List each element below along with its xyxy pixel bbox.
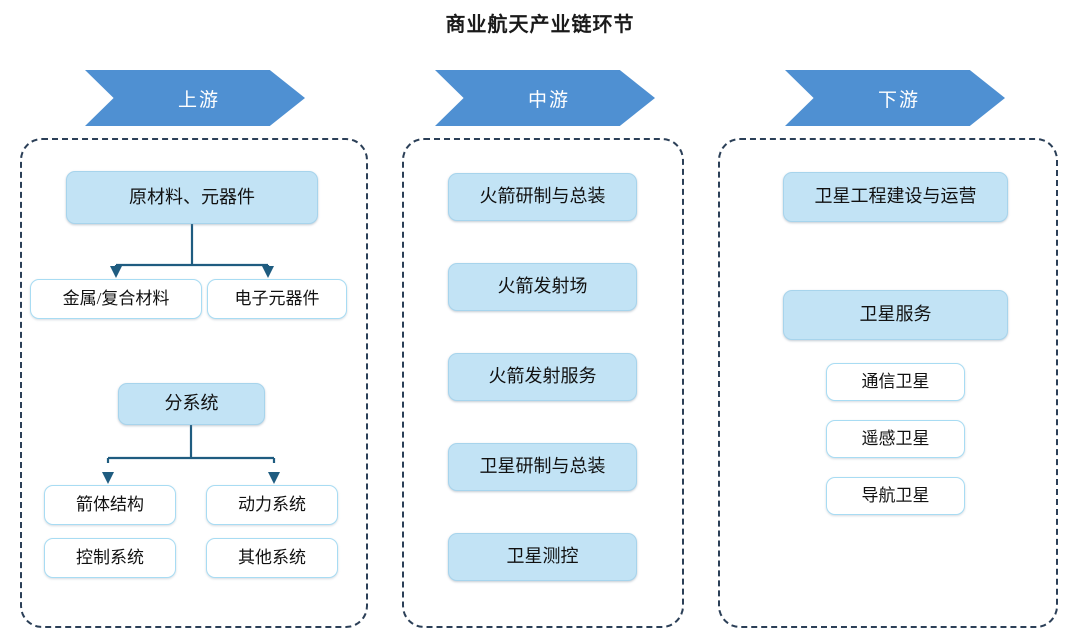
- chevron-header-upstream[interactable]: 上游: [85, 70, 305, 126]
- chevron-header-midstream[interactable]: 中游: [435, 70, 655, 126]
- panel-downstream: [718, 138, 1058, 628]
- node-rocket-structure[interactable]: 箭体结构: [44, 485, 176, 525]
- node-other-system[interactable]: 其他系统: [206, 538, 338, 578]
- panel-upstream: [20, 138, 368, 628]
- node-control-system[interactable]: 控制系统: [44, 538, 176, 578]
- node-raw-materials[interactable]: 原材料、元器件: [66, 171, 318, 224]
- node-power-system[interactable]: 动力系统: [206, 485, 338, 525]
- chevron-label-upstream: 上游: [177, 89, 220, 111]
- node-navigation-satellite[interactable]: 导航卫星: [826, 477, 965, 515]
- node-remote-sensing-satellite[interactable]: 遥感卫星: [826, 420, 965, 458]
- node-rocket-launch-service[interactable]: 火箭发射服务: [448, 353, 637, 401]
- page-title: 商业航天产业链环节: [445, 14, 635, 36]
- node-rocket-launch-site[interactable]: 火箭发射场: [448, 263, 637, 311]
- chevron-label-midstream: 中游: [527, 89, 570, 111]
- node-electronic-components[interactable]: 电子元器件: [207, 279, 347, 319]
- node-communication-satellite[interactable]: 通信卫星: [826, 363, 965, 401]
- chevron-header-downstream[interactable]: 下游: [785, 70, 1005, 126]
- panel-midstream: [402, 138, 684, 628]
- node-satellite-development-assembly[interactable]: 卫星研制与总装: [448, 443, 637, 491]
- node-subsystem[interactable]: 分系统: [118, 383, 265, 425]
- node-satellite-tt-and-c[interactable]: 卫星测控: [448, 533, 637, 581]
- node-satellite-services[interactable]: 卫星服务: [783, 290, 1008, 340]
- node-satellite-engineering-operations[interactable]: 卫星工程建设与运营: [783, 172, 1008, 222]
- node-rocket-development-assembly[interactable]: 火箭研制与总装: [448, 173, 637, 221]
- chevron-label-downstream: 下游: [877, 89, 920, 111]
- node-metal-composite[interactable]: 金属/复合材料: [30, 279, 202, 319]
